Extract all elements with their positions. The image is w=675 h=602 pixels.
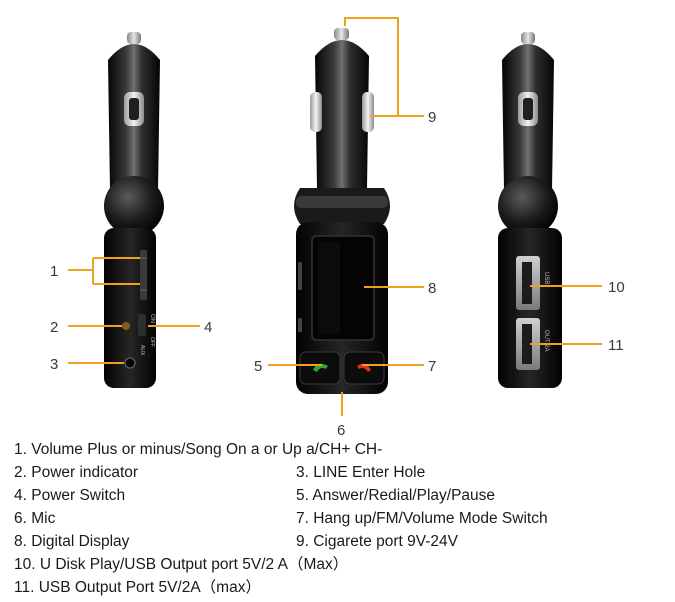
legend-item-8: 8. Digital Display bbox=[14, 533, 130, 550]
callout-8: 8 bbox=[428, 280, 436, 297]
tip-contact bbox=[127, 32, 141, 44]
side-button bbox=[298, 318, 302, 332]
callout-6: 6 bbox=[337, 422, 345, 439]
device-center-front-view bbox=[294, 28, 390, 394]
display-glare bbox=[318, 242, 340, 334]
swivel-knob bbox=[104, 176, 164, 236]
usb-port-top-tongue bbox=[522, 262, 532, 304]
legend-item-4: 4. Power Switch bbox=[14, 487, 126, 504]
device-left-side-view: ON OFF AUX bbox=[104, 32, 164, 388]
line-in-hole bbox=[124, 357, 136, 369]
legend-item-10: 10. U Disk Play/USB Output port 5V/2 A（M… bbox=[14, 556, 349, 573]
usb-port-bottom-tongue bbox=[522, 324, 532, 364]
callout-numbers: 1 2 3 4 5 6 7 8 9 10 11 bbox=[50, 109, 625, 439]
plug-body bbox=[315, 40, 369, 188]
callout-2: 2 bbox=[50, 319, 58, 336]
legend-item-7: 7. Hang up/FM/Volume Mode Switch bbox=[296, 510, 548, 527]
usb-marking: USB bbox=[543, 272, 549, 284]
out-2a-marking: OUT 2A bbox=[543, 330, 549, 352]
aux-marking: AUX bbox=[139, 345, 145, 356]
legend-item-1: 1. Volume Plus or minus/Song On a or Up … bbox=[14, 441, 383, 458]
callout-9: 9 bbox=[428, 109, 436, 126]
leader-lines bbox=[68, 17, 602, 416]
leader-9 bbox=[344, 17, 424, 117]
volume-rocker bbox=[140, 250, 147, 300]
legend-item-6: 6. Mic bbox=[14, 510, 56, 527]
power-indicator-led bbox=[122, 322, 130, 330]
tip-contact bbox=[521, 32, 535, 44]
callout-5: 5 bbox=[254, 358, 262, 375]
callout-3: 3 bbox=[50, 356, 58, 373]
legend-item-3: 3. LINE Enter Hole bbox=[296, 464, 426, 481]
off-marking: OFF bbox=[149, 337, 155, 347]
spring-clip-hole bbox=[129, 98, 139, 120]
callout-4: 4 bbox=[204, 319, 212, 336]
on-marking: ON bbox=[149, 314, 155, 323]
swivel-neck-band bbox=[296, 196, 388, 208]
legend-item-9: 9. Cigarete port 9V-24V bbox=[296, 533, 458, 550]
legend-item-2: 2. Power indicator bbox=[14, 464, 139, 481]
callout-7: 7 bbox=[428, 358, 436, 375]
callout-11: 11 bbox=[608, 337, 624, 354]
legend-item-5: 5. Answer/Redial/Play/Pause bbox=[296, 487, 496, 504]
callout-1: 1 bbox=[50, 263, 58, 280]
tip-contact bbox=[334, 28, 349, 40]
leader-1 bbox=[68, 257, 140, 285]
spring-clip bbox=[362, 92, 374, 132]
spring-clip-hole bbox=[523, 98, 533, 120]
callout-10: 10 bbox=[608, 279, 625, 296]
legend-item-11: 11. USB Output Port 5V/2A（max） bbox=[14, 579, 261, 596]
device-right-usb-view: USB OUT 2A bbox=[498, 32, 562, 388]
spring-clip bbox=[310, 92, 322, 132]
side-button bbox=[298, 262, 302, 290]
power-switch bbox=[138, 314, 146, 336]
swivel-knob bbox=[498, 176, 558, 236]
